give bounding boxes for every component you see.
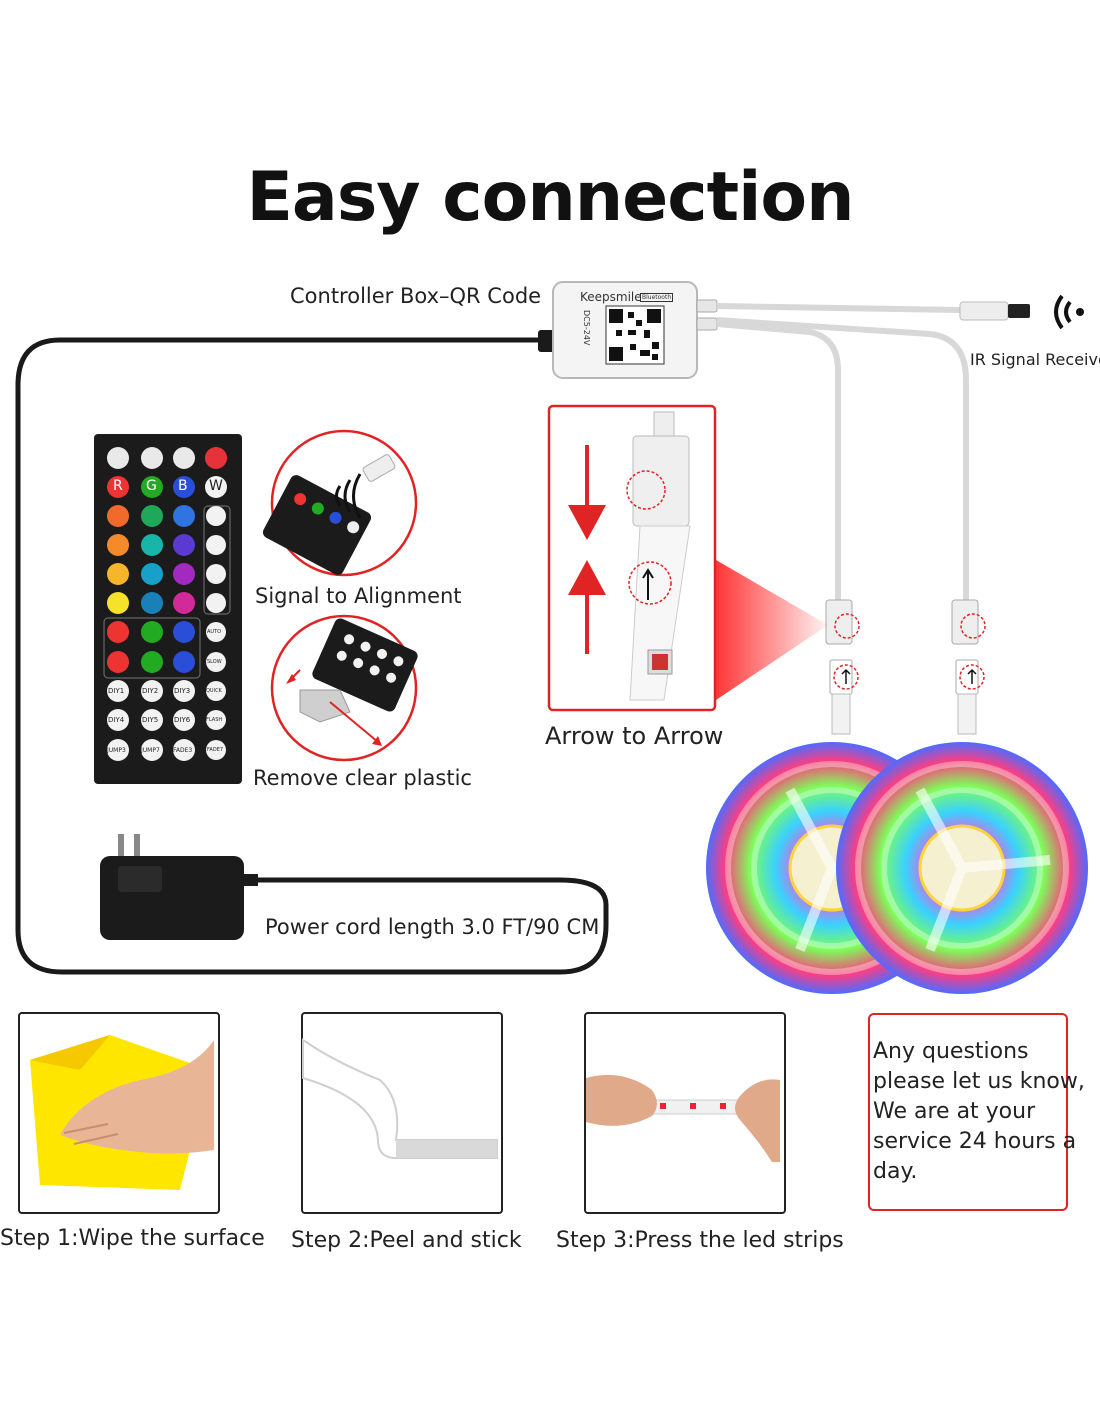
power-cord-label: Power cord length 3.0 FT/90 CM: [265, 915, 600, 939]
strip-wire-2: [716, 317, 969, 600]
support-note-line-4: service 24 hours a: [873, 1129, 1077, 1154]
remote-button-fade3: FADE3: [173, 747, 193, 754]
support-note-line-1: Any questions: [873, 1039, 1029, 1064]
step3-box: [584, 1012, 786, 1214]
arrow-detail-box: [547, 404, 717, 712]
remote-button-slow: SLOW: [207, 659, 222, 665]
remote-button-jump3: JUMP3: [107, 747, 126, 754]
strip-connector-1: [825, 599, 860, 735]
controller-brand: Keepsmile: [580, 290, 642, 304]
led-reel-2: [836, 742, 1088, 994]
remote-button-diy4: DIY4: [108, 716, 125, 724]
remote-button-g: G: [146, 478, 157, 494]
remote-button-jump7: JUMP7: [141, 747, 160, 754]
remote-button-diy3: DIY3: [174, 687, 191, 695]
step3-label: Step 3:Press the led strips: [556, 1228, 844, 1253]
ir-wire: [716, 303, 961, 313]
controller-box: [538, 281, 718, 379]
page-title: Easy connection: [246, 158, 854, 237]
remote-button-diy5: DIY5: [142, 716, 159, 724]
remote-button-auto: AUTO: [207, 629, 222, 635]
controller-box-label: Controller Box–QR Code: [290, 284, 542, 308]
power-adapter: [100, 834, 258, 940]
strip-wire-1: [716, 321, 841, 600]
remote-button-r: R: [113, 478, 123, 494]
remote-button-fade7-mode: FADE7: [207, 747, 224, 753]
signal-alignment-label: Signal to Alignment: [255, 584, 462, 608]
remove-plastic-label: Remove clear plastic: [253, 766, 472, 790]
remote-button-quick: QUICK: [206, 688, 222, 694]
remote-button-b: B: [178, 478, 188, 494]
bluetooth-badge: Bluetooth: [640, 293, 674, 302]
ir-receiver: [959, 294, 1084, 330]
remote-control: [94, 434, 242, 784]
remove-plastic-illustration: [270, 614, 418, 762]
zoom-cone: [716, 560, 828, 700]
remote-button-diy6: DIY6: [174, 716, 191, 724]
remote-button-flash: FLASH: [206, 717, 223, 723]
support-note-line-3: We are at your: [873, 1099, 1036, 1124]
controller-voltage: DC5-24V: [582, 310, 591, 346]
remote-button-w: W: [209, 478, 223, 494]
remote-labels: R G B W DIY1 DIY2 DIY3 DIY4 DIY5 DIY6 AU…: [0, 0, 1100, 754]
power-wire: [15, 337, 609, 975]
step2-box: [301, 1012, 503, 1214]
support-note-line-5: day.: [873, 1159, 918, 1184]
ir-receiver-label: IR Signal Receiver: [970, 350, 1100, 369]
step2-label: Step 2:Peel and stick: [291, 1228, 522, 1253]
signal-alignment-illustration: [262, 429, 418, 577]
remote-button-diy2: DIY2: [142, 687, 159, 695]
remote-button-diy1: DIY1: [108, 687, 125, 695]
step1-box: [18, 1012, 220, 1214]
support-note: Any questions please let us know, We are…: [868, 1013, 1085, 1211]
step1-label: Step 1:Wipe the surface: [0, 1226, 265, 1251]
arrow-to-arrow-label: Arrow to Arrow: [545, 722, 724, 750]
support-note-line-2: please let us know,: [873, 1069, 1085, 1094]
strip-connector-2: [951, 599, 986, 735]
